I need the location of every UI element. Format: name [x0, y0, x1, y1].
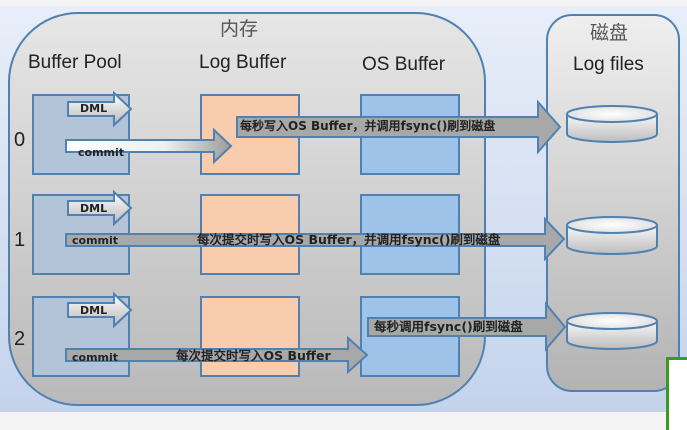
commit-label-0: commit — [78, 146, 125, 159]
dml-label-1: DML — [80, 202, 108, 215]
arrows-layer — [65, 90, 658, 375]
diagram-canvas: 内存 磁盘 Buffer Pool Log Buffer OS Buffer L… — [0, 6, 687, 412]
commit-label-2: commit — [72, 351, 119, 364]
flush-label-0: 每秒写入OS Buffer，并调用fsync()刷到磁盘 — [240, 119, 496, 133]
header-buffer-pool: Buffer Pool — [28, 52, 122, 73]
memory-title: 内存 — [220, 18, 259, 40]
commit-label-1: commit — [72, 234, 119, 247]
row-index-2: 2 — [14, 328, 26, 350]
flush-label-1: 每次提交时写入OS Buffer，并调用fsync()刷到磁盘 — [197, 232, 501, 247]
dml-arrow-2 — [67, 291, 133, 329]
corner-overlay-box — [666, 357, 687, 430]
write-label-2: 每次提交时写入OS Buffer — [176, 348, 331, 363]
log-file-cylinder-2 — [566, 312, 658, 350]
header-log-files: Log files — [573, 54, 644, 75]
flush-arrow-0 — [236, 99, 562, 155]
commit-flush-arrow-1 — [65, 216, 566, 262]
flush-arrow-2 — [367, 301, 567, 352]
commit-arrow-0 — [65, 127, 233, 165]
flush-label-2: 每秒调用fsync()刷到磁盘 — [374, 319, 523, 334]
dml-arrow-1 — [67, 189, 133, 227]
log-buffer-box-2 — [200, 296, 300, 377]
dml-arrow-0 — [67, 90, 133, 128]
log-file-cylinder-0 — [566, 105, 658, 143]
dml-label-2: DML — [80, 304, 108, 317]
disk-title: 磁盘 — [590, 22, 629, 44]
header-os-buffer: OS Buffer — [362, 54, 446, 75]
log-file-cylinder-1 — [566, 216, 658, 255]
dml-label-0: DML — [80, 102, 108, 115]
write-arrow-2 — [65, 335, 369, 375]
row-index-1: 1 — [14, 229, 26, 251]
header-log-buffer: Log Buffer — [199, 52, 287, 73]
row-index-0: 0 — [14, 129, 26, 151]
